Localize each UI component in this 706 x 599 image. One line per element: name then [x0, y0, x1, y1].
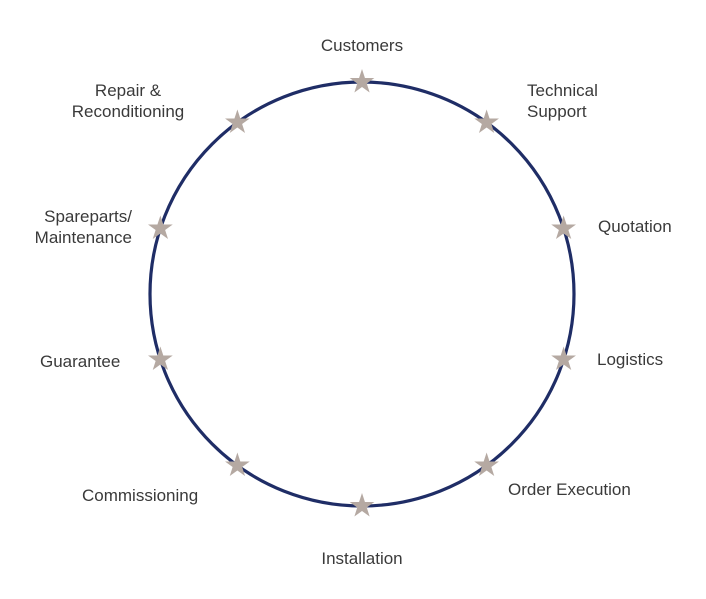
- star-marker-spareparts-maintenance: [148, 215, 173, 240]
- stage-label-commissioning: Commissioning: [82, 485, 198, 506]
- stage-label-installation-line-1: Installation: [321, 549, 403, 568]
- stage-label-quotation-line-1: Quotation: [598, 217, 672, 236]
- stage-label-logistics-line-1: Logistics: [597, 350, 664, 369]
- star-marker-guarantee: [148, 346, 173, 371]
- star-marker-customers: [349, 69, 375, 93]
- stage-label-technical-support-line-1: Technical: [527, 81, 598, 100]
- stage-label-technical-support-line-2: Support: [527, 102, 587, 121]
- stage-label-logistics: Logistics: [597, 349, 663, 370]
- stage-label-quotation: Quotation: [598, 216, 672, 237]
- stage-label-spareparts-maintenance-line-1: Spareparts/: [44, 207, 132, 226]
- stage-label-technical-support: Technical Support: [527, 80, 598, 122]
- stage-label-order-execution-line-1: Order Execution: [508, 480, 631, 499]
- stage-label-repair-reconditioning-line-2: Reconditioning: [71, 102, 185, 121]
- cycle-ring: [148, 80, 576, 508]
- stage-label-repair-reconditioning-line-1: Repair &: [94, 81, 162, 100]
- star-marker-installation: [349, 493, 375, 517]
- stage-label-customers: Customers: [321, 35, 403, 56]
- star-marker-repair-reconditioning: [225, 109, 250, 134]
- star-marker-technical-support: [474, 109, 499, 134]
- stage-label-repair-reconditioning: Repair & Reconditioning: [72, 80, 184, 122]
- star-marker-commissioning: [225, 452, 250, 477]
- stage-label-commissioning-line-1: Commissioning: [82, 486, 199, 505]
- stage-label-installation: Installation: [321, 548, 402, 569]
- star-marker-order-execution: [474, 452, 499, 477]
- stage-label-guarantee-line-1: Guarantee: [40, 352, 121, 371]
- star-marker-quotation: [551, 215, 576, 240]
- stage-label-spareparts-maintenance: Spareparts/ Maintenance: [16, 206, 132, 248]
- stage-label-guarantee: Guarantee: [40, 351, 120, 372]
- stage-label-spareparts-maintenance-line-2: Maintenance: [34, 228, 132, 247]
- stage-label-customers-line-1: Customers: [320, 36, 404, 55]
- stage-label-order-execution: Order Execution: [508, 479, 631, 500]
- star-marker-logistics: [551, 346, 576, 371]
